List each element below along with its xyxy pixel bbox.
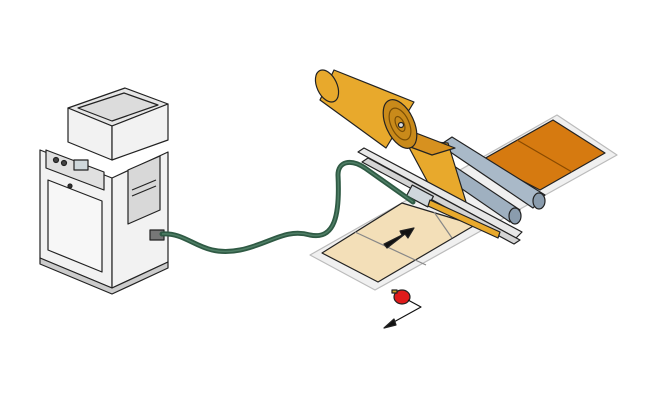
control-machine bbox=[39, 87, 169, 295]
side-opening bbox=[127, 155, 161, 225]
board-seam bbox=[354, 231, 427, 266]
feed-direction-arrow-icon bbox=[383, 227, 415, 249]
machine-base bbox=[39, 257, 169, 295]
emergency-stop-button[interactable] bbox=[391, 289, 411, 305]
vent-line bbox=[131, 179, 157, 191]
control-knob bbox=[60, 159, 68, 167]
vent-line bbox=[131, 185, 157, 197]
door-lock-icon bbox=[67, 183, 73, 189]
roll-axle bbox=[397, 121, 405, 129]
machine-upper-side bbox=[111, 103, 169, 161]
cable-arrow-icon bbox=[391, 299, 422, 324]
board-seam bbox=[516, 139, 573, 173]
control-knob bbox=[52, 156, 60, 164]
grey-roller-back bbox=[439, 136, 546, 210]
arrow-head-icon bbox=[383, 318, 397, 329]
applicator-rail bbox=[357, 147, 523, 245]
board-seam bbox=[433, 211, 453, 239]
machine-lid bbox=[77, 92, 159, 122]
film-roll bbox=[314, 69, 418, 149]
display-screen bbox=[73, 159, 89, 171]
hose-highlight bbox=[161, 161, 414, 253]
machine-door bbox=[47, 179, 103, 273]
